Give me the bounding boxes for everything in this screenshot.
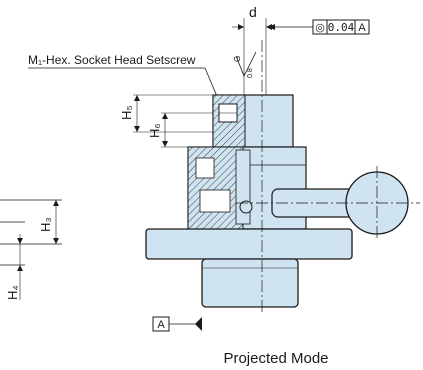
h4-label: H₄ <box>5 285 20 300</box>
h3-label: H₃ <box>38 217 53 232</box>
g-label: G <box>233 56 242 62</box>
h5-label: H₅ <box>119 105 134 120</box>
caption: Projected Mode <box>223 350 328 367</box>
upper-shaft <box>212 94 294 148</box>
setscrew-label: M₁-Hex. Socket Head Setscrew <box>28 53 196 67</box>
left-partial-view: H₃ H₄ <box>0 199 62 300</box>
d-dimension: d <box>232 4 272 95</box>
datum-a: A <box>152 316 202 332</box>
setscrew-callout: M₁-Hex. Socket Head Setscrew <box>28 53 223 109</box>
h6-label: H₆ <box>147 123 162 138</box>
surface-finish-symbol: G 0.8 <box>233 51 257 78</box>
lower-boss <box>201 258 299 308</box>
datum-a-label: A <box>157 319 165 331</box>
concentricity-symbol: ◎ <box>315 22 325 34</box>
d-label: d <box>249 4 257 20</box>
tolerance-frame: ◎ 0.04 A <box>268 19 370 35</box>
h5-h6-dimensions: H₅ H₆ <box>119 94 213 148</box>
tolerance-value: 0.04 <box>328 21 355 34</box>
flange <box>145 228 353 260</box>
tolerance-datum: A <box>358 22 366 34</box>
main-body <box>187 146 307 230</box>
roughness-label: 0.8 <box>247 68 254 78</box>
centerlines <box>236 40 420 315</box>
